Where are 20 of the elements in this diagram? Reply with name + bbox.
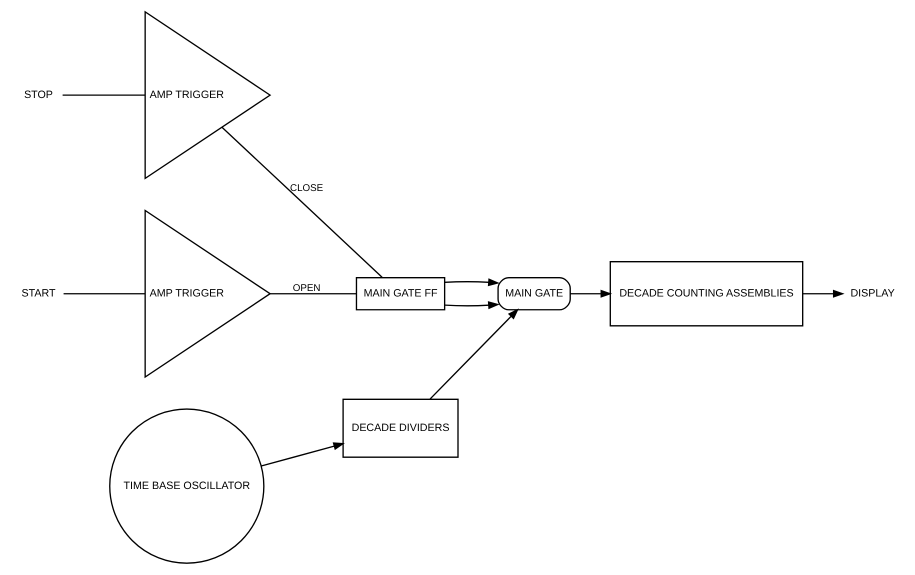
edge-label: CLOSE	[290, 183, 323, 194]
arrow	[444, 301, 500, 310]
connector	[63, 293, 145, 294]
node-text: DISPLAY	[850, 287, 894, 300]
edge-label: OPEN	[292, 282, 320, 294]
connector	[270, 293, 356, 294]
node-box: MAIN GATE	[496, 277, 570, 310]
node-text: STOP	[24, 88, 52, 101]
arrow	[444, 278, 500, 286]
node-box: DECADE COUNTING ASSEMBLIES	[609, 261, 803, 326]
arrow	[260, 442, 344, 467]
arrow	[802, 290, 844, 298]
arrow	[429, 308, 518, 400]
connector	[221, 126, 382, 278]
node-box: DECADE DIVIDERS	[342, 398, 458, 458]
node-circle: TIME BASE OSCILLATOR	[108, 408, 264, 564]
arrow	[570, 290, 612, 298]
connector	[62, 94, 145, 96]
node-text: START	[21, 287, 55, 300]
node-box: MAIN GATE FF	[355, 277, 445, 310]
